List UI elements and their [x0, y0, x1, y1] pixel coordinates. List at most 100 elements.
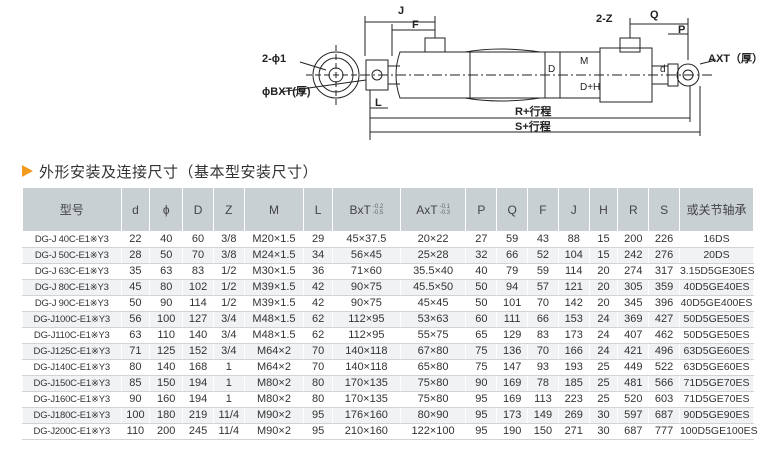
- cell-AxT: 122×100: [399, 423, 467, 440]
- header-model: 型号: [22, 187, 122, 232]
- cell-J: 121: [557, 279, 590, 296]
- cell-d: 35: [120, 263, 151, 280]
- cell-d: 71: [120, 343, 151, 360]
- cell-M: M48×1.5: [243, 311, 305, 328]
- cell-BxT: 140×118: [332, 343, 401, 360]
- cell-Q: 129: [496, 327, 529, 344]
- cell-AxT: 55×75: [399, 327, 467, 344]
- cell-D: 60: [182, 231, 214, 248]
- cell-Q: 101: [496, 295, 529, 312]
- cell-bearing: 40D5GE40ES: [678, 279, 755, 296]
- cell-S: 777: [648, 423, 680, 440]
- cell-D: 152: [182, 343, 214, 360]
- header-Q: Q: [496, 187, 529, 232]
- cell-bearing: 63D5GE60ES: [678, 343, 755, 360]
- cell-BxT: 170×135: [332, 391, 401, 408]
- cell-model: DG-J 40C-E1※Y3: [22, 231, 122, 248]
- cell-H: 15: [588, 247, 619, 264]
- cell-J: 173: [557, 327, 590, 344]
- cell-D: 70: [182, 247, 214, 264]
- cell-R: 242: [617, 247, 650, 264]
- cell-phi: 80: [149, 279, 184, 296]
- cell-J: 271: [557, 423, 590, 440]
- cell-bearing: 71D5GE70ES: [678, 391, 755, 408]
- cell-F: 70: [527, 343, 559, 360]
- cell-R: 305: [617, 279, 650, 296]
- cell-M: M39×1.5: [243, 295, 305, 312]
- cell-AxT: 65×80: [399, 359, 467, 376]
- cell-R: 597: [617, 407, 650, 424]
- cell-bearing: 100D5GE100ES: [678, 423, 758, 440]
- header-Z: Z: [212, 187, 245, 232]
- cell-d: 22: [120, 231, 151, 248]
- cell-P: 50: [465, 295, 498, 312]
- cell-bearing: 3.15D5GE30ES: [678, 263, 755, 280]
- dim-R: R+行程: [515, 104, 551, 118]
- cell-model: DG-J 80C-E1※Y3: [22, 279, 122, 296]
- cell-F: 150: [527, 423, 559, 440]
- cell-Q: 79: [496, 263, 529, 280]
- header-BxT-label: BxT: [349, 202, 371, 217]
- cell-d: 45: [120, 279, 151, 296]
- cell-phi: 40: [149, 231, 184, 248]
- cell-AxT: 45×45: [399, 295, 467, 312]
- cell-model: DG-J140C-E1※Y3: [22, 359, 122, 376]
- cell-R: 421: [617, 343, 650, 360]
- cell-model: DG-J160C-E1※Y3: [22, 391, 122, 408]
- cell-R: 369: [617, 311, 650, 328]
- cell-phi: 140: [149, 359, 184, 376]
- cell-L: 62: [303, 311, 333, 328]
- cell-AxT: 80×90: [399, 407, 467, 424]
- cell-Q: 66: [496, 247, 529, 264]
- header-D: D: [182, 187, 214, 232]
- cell-S: 276: [648, 247, 680, 264]
- cell-AxT: 53×63: [399, 311, 467, 328]
- cell-M: M48×1.5: [243, 327, 305, 344]
- cell-AxT: 20×22: [399, 231, 467, 248]
- cell-R: 407: [617, 327, 650, 344]
- cell-bearing: 50D5GE50ES: [678, 327, 755, 344]
- cell-R: 687: [617, 423, 650, 440]
- cell-F: 43: [527, 231, 559, 248]
- cell-J: 223: [557, 391, 590, 408]
- header-BxT-tolerance: -0.2-0.5: [372, 204, 384, 217]
- cell-bearing: 20DS: [678, 247, 755, 264]
- cell-model: DG-J 63C-E1※Y3: [22, 263, 122, 280]
- cell-D: 83: [182, 263, 214, 280]
- cell-phi: 100: [149, 311, 184, 328]
- cell-L: 36: [303, 263, 333, 280]
- cell-M: M90×2: [243, 423, 305, 440]
- cell-model: DG-J110C-E1※Y3: [22, 327, 122, 344]
- cell-M: M24×1.5: [243, 247, 305, 264]
- dim-2phi1: 2-ϕ1: [262, 53, 286, 65]
- cell-D: 194: [182, 391, 214, 408]
- cell-phi: 110: [149, 327, 184, 344]
- cell-BxT: 90×75: [332, 279, 401, 296]
- cell-P: 27: [465, 231, 498, 248]
- cell-H: 15: [588, 231, 619, 248]
- cell-Z: 1: [212, 359, 245, 376]
- cell-F: 93: [527, 359, 559, 376]
- cell-Z: 3/4: [212, 311, 245, 328]
- cell-L: 80: [303, 375, 333, 392]
- cell-bearing: 63D5GE60ES: [678, 359, 755, 376]
- cell-F: 52: [527, 247, 559, 264]
- cell-BxT: 170×135: [332, 375, 401, 392]
- cell-BxT: 71×60: [332, 263, 401, 280]
- cell-H: 24: [588, 343, 619, 360]
- dim-P: P: [678, 24, 685, 36]
- cell-AxT: 67×80: [399, 343, 467, 360]
- cell-BxT: 56×45: [332, 247, 401, 264]
- header-L: L: [303, 187, 333, 232]
- dim-BXT: ϕBXT(厚): [262, 85, 311, 98]
- cell-Z: 1/2: [212, 295, 245, 312]
- cell-bearing: 90D5GE90ES: [678, 407, 755, 424]
- dim-F: F: [412, 19, 419, 31]
- cell-F: 70: [527, 295, 559, 312]
